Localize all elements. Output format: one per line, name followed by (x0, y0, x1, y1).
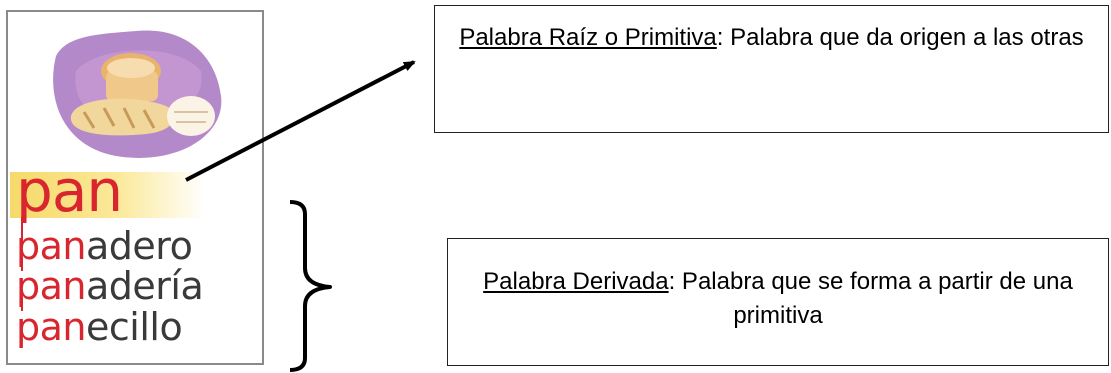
derived-word: panadería (16, 264, 204, 308)
derived-term: Palabra Derivada (483, 268, 669, 295)
derived-word-root: pan (16, 305, 87, 349)
root-word-highlight (10, 172, 206, 218)
derived-word: panecillo (16, 305, 183, 349)
derived-words-brace (289, 200, 332, 372)
derived-word-suffix: adería (86, 264, 204, 308)
root-term: Palabra Raíz o Primitiva (459, 24, 717, 51)
derived-word-suffix: ecillo (86, 305, 183, 349)
derived-definition: : Palabra que se forma a partir de una p… (668, 268, 1073, 329)
root-marker-line (21, 257, 23, 271)
root-definition: : Palabra que da origen a las otras (716, 24, 1084, 51)
derived-word-definition-box: Palabra Derivada: Palabra que se forma a… (447, 238, 1109, 366)
word-family-card: pan panadero panadería panecillo (6, 10, 264, 365)
arrow-to-root-definition (185, 60, 416, 182)
derived-word-suffix: adero (86, 224, 193, 268)
derived-word-root: pan (16, 264, 87, 308)
bread-loaves-icon (53, 30, 222, 158)
root-marker-line (21, 297, 23, 311)
root-marker-line (21, 217, 23, 242)
derived-word-root: pan (16, 224, 87, 268)
root-word: pan (16, 157, 123, 225)
derived-word: panadero (16, 224, 193, 268)
root-word-definition-box: Palabra Raíz o Primitiva: Palabra que da… (434, 5, 1109, 133)
